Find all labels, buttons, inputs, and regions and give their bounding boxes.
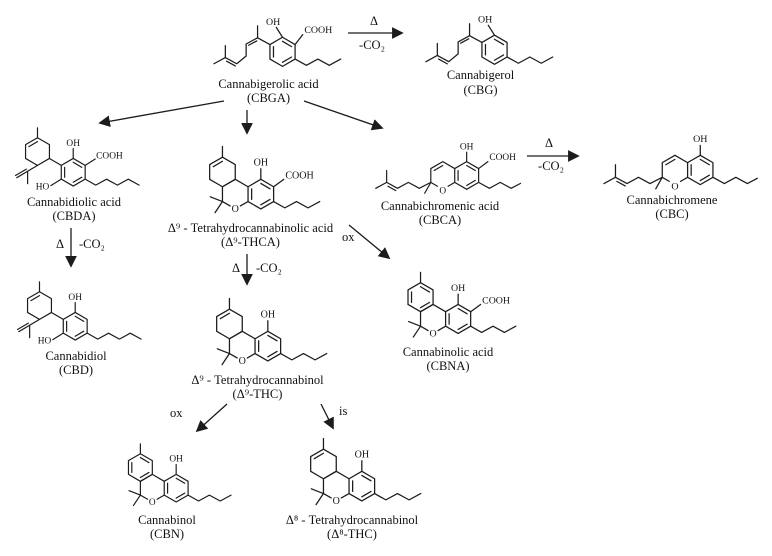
compound-name: Cannabinol xyxy=(138,512,196,527)
arrow-thc-to-cbn xyxy=(195,403,228,433)
compound-name: Cannabigerol xyxy=(446,68,515,83)
cooh-label: COOH xyxy=(285,170,313,181)
condition-co2: -CO₂ xyxy=(256,261,282,275)
compound-abbr: (Δ⁹-THC) xyxy=(232,386,283,401)
compound-name: Δ⁹ - Tetrahydrocannabinolic acid xyxy=(167,220,334,235)
condition-ox: ox xyxy=(342,230,355,244)
oh-label: OH xyxy=(169,455,183,465)
compound-abbr: (CBD) xyxy=(58,363,94,378)
compound-abbr: (CBG) xyxy=(463,82,498,97)
compound-cbc: OH O Cannabichromene (CBC) xyxy=(582,126,762,222)
cbd-structure: OH HO xyxy=(16,281,142,347)
cbna-structure: OH COOH O xyxy=(406,271,516,340)
cbg-structure: OH xyxy=(424,15,553,65)
oh-label: OH xyxy=(693,134,707,145)
compound-name: Δ⁹ - Tetrahydrocannabinol xyxy=(191,372,324,387)
compound-abbr: (CBGA) xyxy=(246,91,291,105)
cbga-structure: OH COOH xyxy=(212,17,341,67)
compound-cbd: OH HO Cannabidiol (CBD) xyxy=(0,272,152,377)
compound-cbga: OH COOH Cannabigerolic acid (CBGA) xyxy=(186,4,351,105)
compound-name: Cannabidiol xyxy=(45,348,107,363)
compound-thc9: OH O Δ⁹ - Tetrahydrocannabinol (Δ⁹-THC) xyxy=(165,288,350,401)
cbc-structure: OH O xyxy=(603,134,758,192)
o-label: O xyxy=(671,181,678,192)
cooh-label: COOH xyxy=(482,295,510,306)
cooh-label: COOH xyxy=(304,25,332,36)
condition-co2: -CO₂ xyxy=(79,237,105,251)
o-label: O xyxy=(333,496,340,507)
cbca-structure: OH COOH O xyxy=(375,142,522,197)
oh-label: OH xyxy=(260,310,275,321)
compound-cbda: OH COOH HO Cannabidiolic acid (CBDA) xyxy=(0,118,148,223)
compound-abbr: (CBNA) xyxy=(426,359,470,374)
cooh-label: COOH xyxy=(96,151,123,161)
compound-cbca: OH COOH O Cannabichromenic acid (CBCA) xyxy=(356,132,524,228)
compound-name: Cannabichromenic acid xyxy=(380,199,500,214)
compound-name: Δ⁸ - Tetrahydrocannabinol xyxy=(285,512,419,527)
compound-abbr: (Δ⁹-THCA) xyxy=(221,234,280,249)
cbda-structure: OH COOH HO xyxy=(14,127,140,193)
o-label: O xyxy=(231,204,238,215)
thca-structure: OH COOH O xyxy=(208,145,320,215)
condition-delta: Δ xyxy=(55,237,64,251)
arrow-thc-to-thc8 xyxy=(320,403,334,430)
ho-label: HO xyxy=(36,183,50,193)
o-label: O xyxy=(149,498,156,508)
compound-cbn: OH O Cannabinol (CBN) xyxy=(93,434,241,541)
compound-abbr: (CBDA) xyxy=(52,209,96,224)
compound-thca: OH COOH O Δ⁹ - Tetrahydrocannabinolic ac… xyxy=(158,136,343,249)
compound-abbr: (CBN) xyxy=(149,527,185,542)
oh-label: OH xyxy=(355,450,370,461)
thc9-structure: OH O xyxy=(215,297,327,367)
o-label: O xyxy=(439,187,446,197)
condition-co2: -CO₂ xyxy=(359,38,385,52)
condition-delta: Δ xyxy=(231,261,240,275)
compound-name: Cannabidiolic acid xyxy=(26,194,122,209)
compound-thc8: OH O Δ⁸ - Tetrahydrocannabinol (Δ⁸-THC) xyxy=(278,428,426,541)
condition-is: is xyxy=(339,404,348,418)
compound-abbr: (Δ⁸-THC) xyxy=(327,526,377,541)
compound-abbr: (CBCA) xyxy=(418,213,462,228)
thc8-structure: OH O xyxy=(310,437,422,507)
condition-co2: -CO₂ xyxy=(538,159,564,173)
oh-label: OH xyxy=(253,158,268,169)
compound-cbg: OH Cannabigerol (CBG) xyxy=(398,4,563,97)
cooh-label: COOH xyxy=(489,153,516,163)
compound-name: Cannabichromene xyxy=(626,193,718,207)
compound-name: Cannabinolic acid xyxy=(402,344,494,359)
o-label: O xyxy=(429,329,436,340)
o-label: O xyxy=(238,356,245,367)
condition-delta: Δ xyxy=(369,14,379,28)
condition-delta: Δ xyxy=(544,136,554,150)
ho-label: HO xyxy=(38,337,52,347)
oh-label: OH xyxy=(68,293,82,303)
oh-label: OH xyxy=(478,15,492,26)
compound-abbr: (CBC) xyxy=(655,207,689,222)
oh-label: OH xyxy=(460,142,474,152)
condition-ox: ox xyxy=(170,406,183,420)
oh-label: OH xyxy=(266,17,280,28)
cbn-structure: OH O xyxy=(127,443,232,508)
oh-label: OH xyxy=(66,139,80,149)
compound-name: Cannabigerolic acid xyxy=(218,76,319,91)
oh-label: OH xyxy=(451,283,465,294)
compound-cbna: OH COOH O Cannabinolic acid (CBNA) xyxy=(374,262,522,373)
